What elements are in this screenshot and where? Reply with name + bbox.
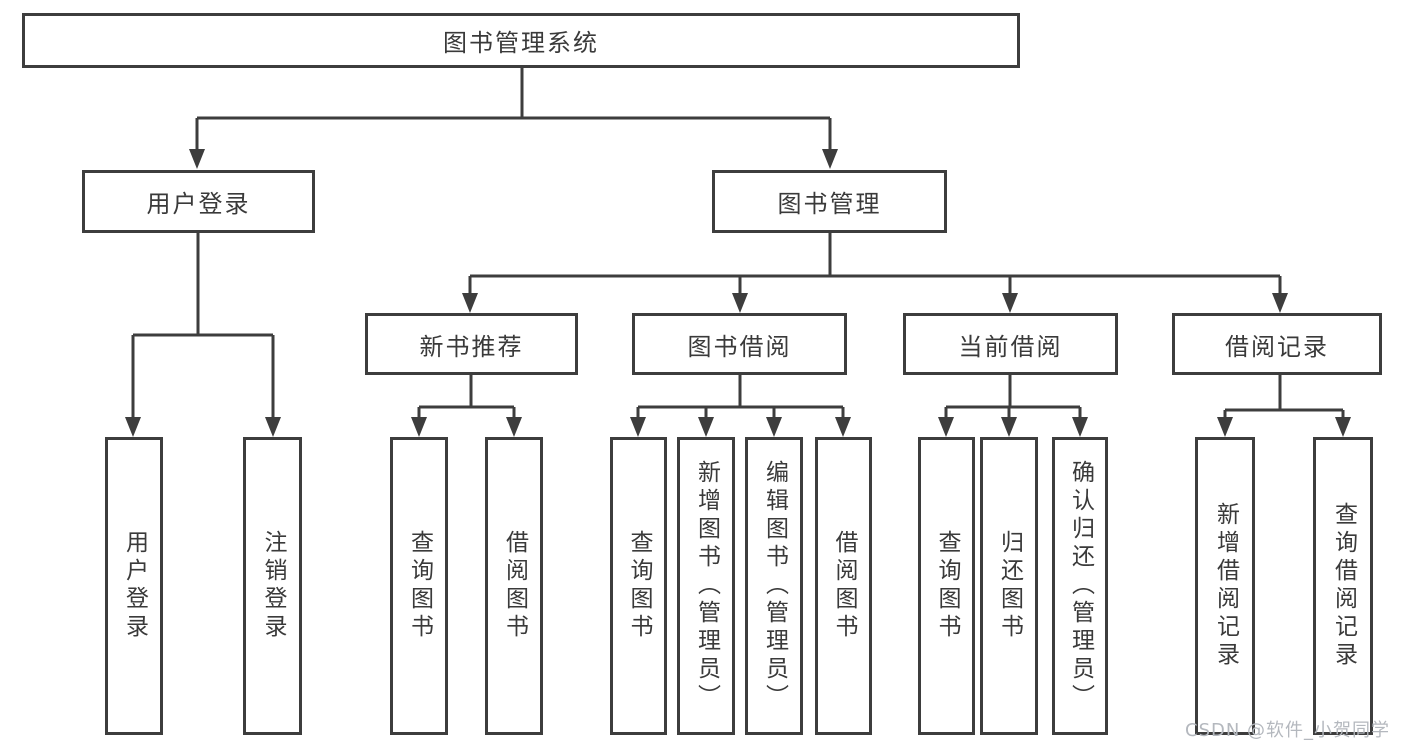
- node-library-system-label: 图书管理系统: [443, 29, 599, 57]
- leaf-recommend-query-books: 查询图书: [390, 437, 448, 735]
- leaf-current-confirm-return-label: 确认归还（管理员）: [1067, 460, 1094, 712]
- leaf-current-return-books-label: 归还图书: [996, 530, 1023, 642]
- leaf-current-query-books-label: 查询图书: [934, 530, 960, 642]
- leaf-current-confirm-return: 确认归还（管理员）: [1052, 437, 1108, 735]
- leaf-current-query-books: 查询图书: [918, 437, 975, 735]
- leaf-borrowing-add-books-label: 新增图书（管理员）: [693, 460, 720, 712]
- node-borrowing-records-label: 借阅记录: [1225, 332, 1329, 361]
- leaf-records-add-record: 新增借阅记录: [1195, 437, 1255, 735]
- leaf-recommend-query-books-label: 查询图书: [406, 530, 433, 642]
- leaf-logout-label: 注销登录: [260, 530, 286, 642]
- leaf-borrowing-edit-books: 编辑图书（管理员）: [745, 437, 803, 735]
- leaf-current-return-books: 归还图书: [980, 437, 1038, 735]
- leaf-borrowing-borrow-books: 借阅图书: [815, 437, 872, 735]
- node-new-book-recommend-label: 新书推荐: [419, 332, 524, 361]
- node-current-borrowing: 当前借阅: [903, 313, 1118, 375]
- leaf-records-query-record: 查询借阅记录: [1313, 437, 1373, 735]
- leaf-records-query-record-label: 查询借阅记录: [1330, 502, 1357, 670]
- watermark: CSDN @软件_小贺同学: [1185, 720, 1391, 741]
- node-borrowing-records: 借阅记录: [1172, 313, 1382, 375]
- leaf-recommend-borrow-books-label: 借阅图书: [501, 530, 528, 642]
- leaf-borrowing-add-books: 新增图书（管理员）: [677, 437, 735, 735]
- node-user-login-label: 用户登录: [146, 190, 251, 218]
- leaf-borrowing-borrow-books-label: 借阅图书: [831, 530, 857, 642]
- leaf-logout: 注销登录: [243, 437, 302, 735]
- node-library-system: 图书管理系统: [22, 13, 1020, 68]
- node-current-borrowing-label: 当前借阅: [958, 332, 1063, 361]
- leaf-borrowing-query-books-label: 查询图书: [626, 530, 652, 642]
- leaf-borrowing-edit-books-label: 编辑图书（管理员）: [761, 460, 788, 712]
- node-book-management: 图书管理: [712, 170, 947, 233]
- leaf-borrowing-query-books: 查询图书: [610, 437, 667, 735]
- leaf-user-login: 用户登录: [105, 437, 163, 735]
- leaf-recommend-borrow-books: 借阅图书: [485, 437, 543, 735]
- node-book-borrowing-label: 图书借阅: [687, 332, 792, 361]
- node-new-book-recommend: 新书推荐: [365, 313, 578, 375]
- node-book-management-label: 图书管理: [777, 190, 882, 218]
- leaf-user-login-label: 用户登录: [121, 530, 148, 642]
- leaf-records-add-record-label: 新增借阅记录: [1212, 502, 1239, 670]
- node-user-login: 用户登录: [82, 170, 315, 233]
- node-book-borrowing: 图书借阅: [632, 313, 847, 375]
